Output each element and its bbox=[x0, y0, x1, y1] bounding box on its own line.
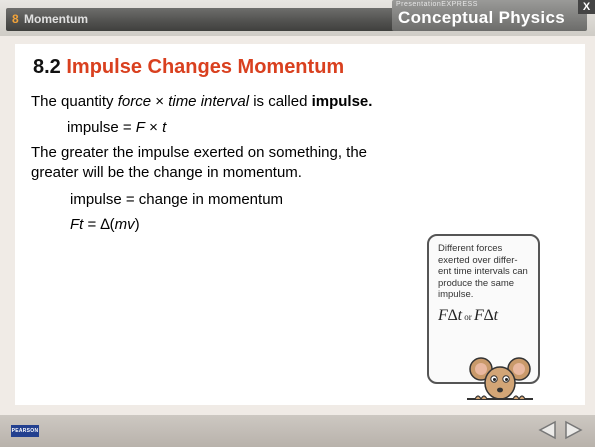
brand-logo: PresentationEXPRESS Conceptual Physics bbox=[392, 0, 587, 31]
text-span: F bbox=[135, 119, 145, 136]
text-span: t bbox=[162, 119, 167, 136]
body-line-1: The greater the impulse exerted on somet… bbox=[31, 144, 368, 161]
mouse-mascot-icon bbox=[467, 357, 533, 400]
pearson-logo: PEARSON bbox=[11, 425, 39, 437]
text-span: impulse. bbox=[311, 93, 373, 110]
text-span: F∆t bbox=[474, 306, 499, 324]
slide-content: 8.2 Impulse Changes Momentum The quantit… bbox=[15, 44, 585, 405]
text-span: × bbox=[144, 119, 163, 136]
text-span: The quantity bbox=[31, 93, 118, 110]
chapter-title: Momentum bbox=[24, 12, 88, 26]
text-span: F∆t bbox=[438, 306, 463, 324]
momentum-equation: Ft = ∆(mv) bbox=[70, 216, 140, 233]
section-number: 8.2 bbox=[33, 56, 61, 78]
bubble-text: Different forces exerted over differ-ent… bbox=[438, 243, 528, 300]
definition-line: The quantity force × time interval is ca… bbox=[31, 93, 372, 110]
text-span: × bbox=[151, 93, 169, 110]
section-title: 8.2 Impulse Changes Momentum bbox=[33, 56, 344, 79]
brand-subtitle: PresentationEXPRESS bbox=[396, 1, 478, 8]
close-button[interactable]: X bbox=[578, 0, 595, 14]
text-span: = ∆( bbox=[83, 216, 115, 233]
text-span: time interval bbox=[168, 93, 250, 110]
section-heading: Impulse Changes Momentum bbox=[66, 56, 345, 78]
text-span: Ft bbox=[70, 216, 84, 233]
impulse-equation: impulse = change in momentum bbox=[70, 191, 284, 208]
impulse-formula: impulse = F × t bbox=[67, 119, 166, 136]
app-header: 8 Momentum PresentationEXPRESS Conceptua… bbox=[0, 0, 595, 36]
text-span: is called bbox=[249, 93, 312, 110]
text-span: impulse = bbox=[67, 119, 136, 136]
text-span: or bbox=[462, 311, 475, 322]
text-span: ) bbox=[134, 216, 140, 233]
previous-slide-icon[interactable] bbox=[537, 419, 559, 441]
body-line-2: greater will be the change in momentum. bbox=[31, 164, 302, 181]
text-span: force bbox=[117, 93, 152, 110]
next-slide-icon[interactable] bbox=[562, 419, 584, 441]
app-footer: PEARSON bbox=[0, 415, 595, 447]
chapter-number: 8 bbox=[12, 12, 19, 26]
text-span: mv bbox=[114, 216, 135, 233]
brand-title: Conceptual Physics bbox=[398, 8, 565, 27]
bubble-formula: F∆t or F∆t bbox=[438, 306, 529, 324]
